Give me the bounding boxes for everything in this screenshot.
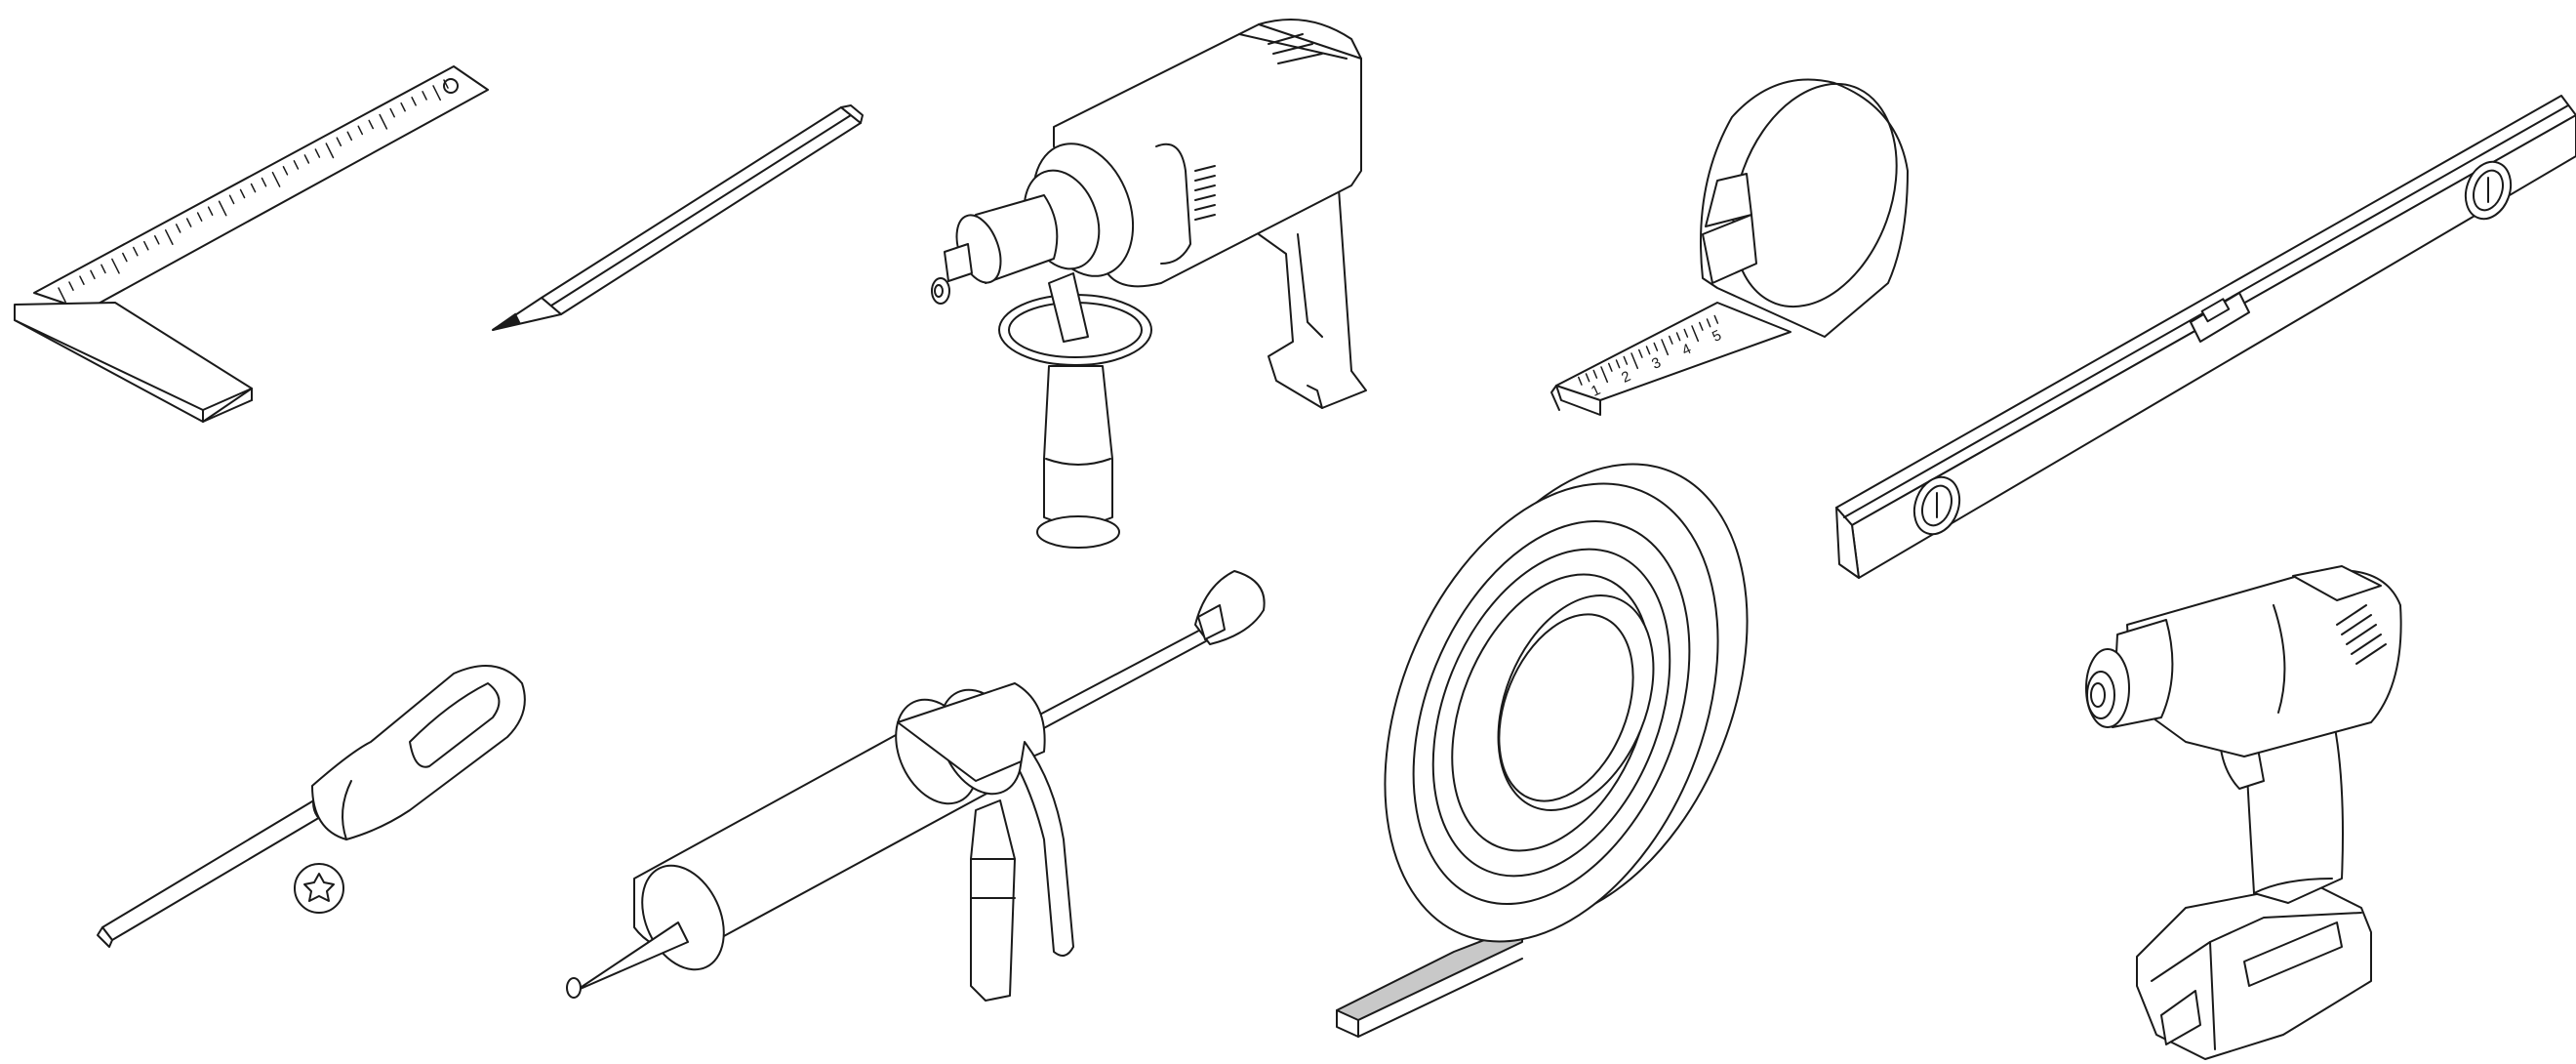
ruler-tick <box>143 240 149 251</box>
ruler-tick <box>207 206 214 217</box>
tape-tick <box>1683 328 1689 338</box>
tape-tick <box>1645 346 1651 355</box>
tape-tick <box>1675 332 1681 342</box>
ruler-tick <box>122 252 128 263</box>
ruler-tick <box>379 113 388 130</box>
hammer-drill-icon <box>931 19 1367 549</box>
pencil-icon <box>492 104 864 331</box>
ruler-tick <box>68 281 74 291</box>
tape-tick <box>1713 314 1719 324</box>
ruler-tick <box>58 287 66 304</box>
ruler-tick <box>314 148 321 158</box>
tape-tick <box>1638 348 1643 358</box>
ruler-tick <box>303 154 310 164</box>
ruler-tick <box>432 85 441 102</box>
ruler-tick <box>196 212 203 222</box>
ruler-tick <box>368 119 374 130</box>
ruler-tick <box>90 269 96 280</box>
ruler-tick <box>164 229 174 245</box>
ruler-tick <box>185 218 192 227</box>
tape-tick <box>1592 369 1598 379</box>
torx-screwdriver-icon <box>97 665 526 948</box>
ruler-tick <box>282 166 289 176</box>
ruler-tick <box>271 171 281 187</box>
tape-tick <box>1661 339 1670 356</box>
tape-tick <box>1630 352 1639 370</box>
ruler-tick <box>346 131 353 142</box>
ruler-tick <box>228 194 235 205</box>
ruler-tick <box>293 160 300 170</box>
ruler-tick <box>411 97 417 106</box>
tape-tick <box>1623 355 1629 365</box>
ruler-tick <box>218 200 227 217</box>
ruler-tick <box>154 235 160 245</box>
vent-slots <box>2336 604 2387 665</box>
tape-tick <box>1615 359 1621 369</box>
tape-tick <box>1653 342 1659 351</box>
caulking-gun-icon <box>566 570 1266 1002</box>
level-vial-center <box>2190 292 2250 343</box>
level-vial-right <box>2464 160 2513 221</box>
pencil-lead <box>492 312 521 331</box>
tape-tick <box>1578 376 1583 386</box>
ruler-tick <box>443 79 449 89</box>
tape-tick <box>1585 373 1590 383</box>
tape-tick <box>1669 335 1673 345</box>
tape-measure-scale <box>1578 314 1719 386</box>
ruler-tick <box>250 183 257 193</box>
tape-tick <box>1608 362 1613 372</box>
ruler-tick <box>133 246 139 257</box>
ruler-tick <box>111 258 120 274</box>
tape-tick <box>1699 321 1704 331</box>
ruler-tick <box>336 137 342 147</box>
level-vial-left <box>1912 475 1961 536</box>
ruler-tick <box>389 107 395 118</box>
ruler-tick <box>422 91 427 101</box>
ruler-tick <box>325 143 335 159</box>
ruler-tick <box>239 188 246 199</box>
cordless-drill-icon <box>2085 565 2402 1060</box>
tape-tick <box>1691 325 1700 343</box>
ruler-ticks <box>58 79 449 304</box>
ruler-tick <box>101 264 106 274</box>
spirit-level-icon <box>1835 95 2576 579</box>
tape-roll-icon <box>1336 463 1749 1038</box>
ruler-tick <box>175 224 181 233</box>
try-square-icon <box>14 65 489 423</box>
ruler-tick <box>357 125 364 136</box>
ruler-tick <box>400 102 406 112</box>
tape-tick <box>1706 318 1711 328</box>
ruler-tick <box>79 275 85 286</box>
tape-tick <box>1600 366 1609 384</box>
ruler-tick <box>261 177 267 187</box>
